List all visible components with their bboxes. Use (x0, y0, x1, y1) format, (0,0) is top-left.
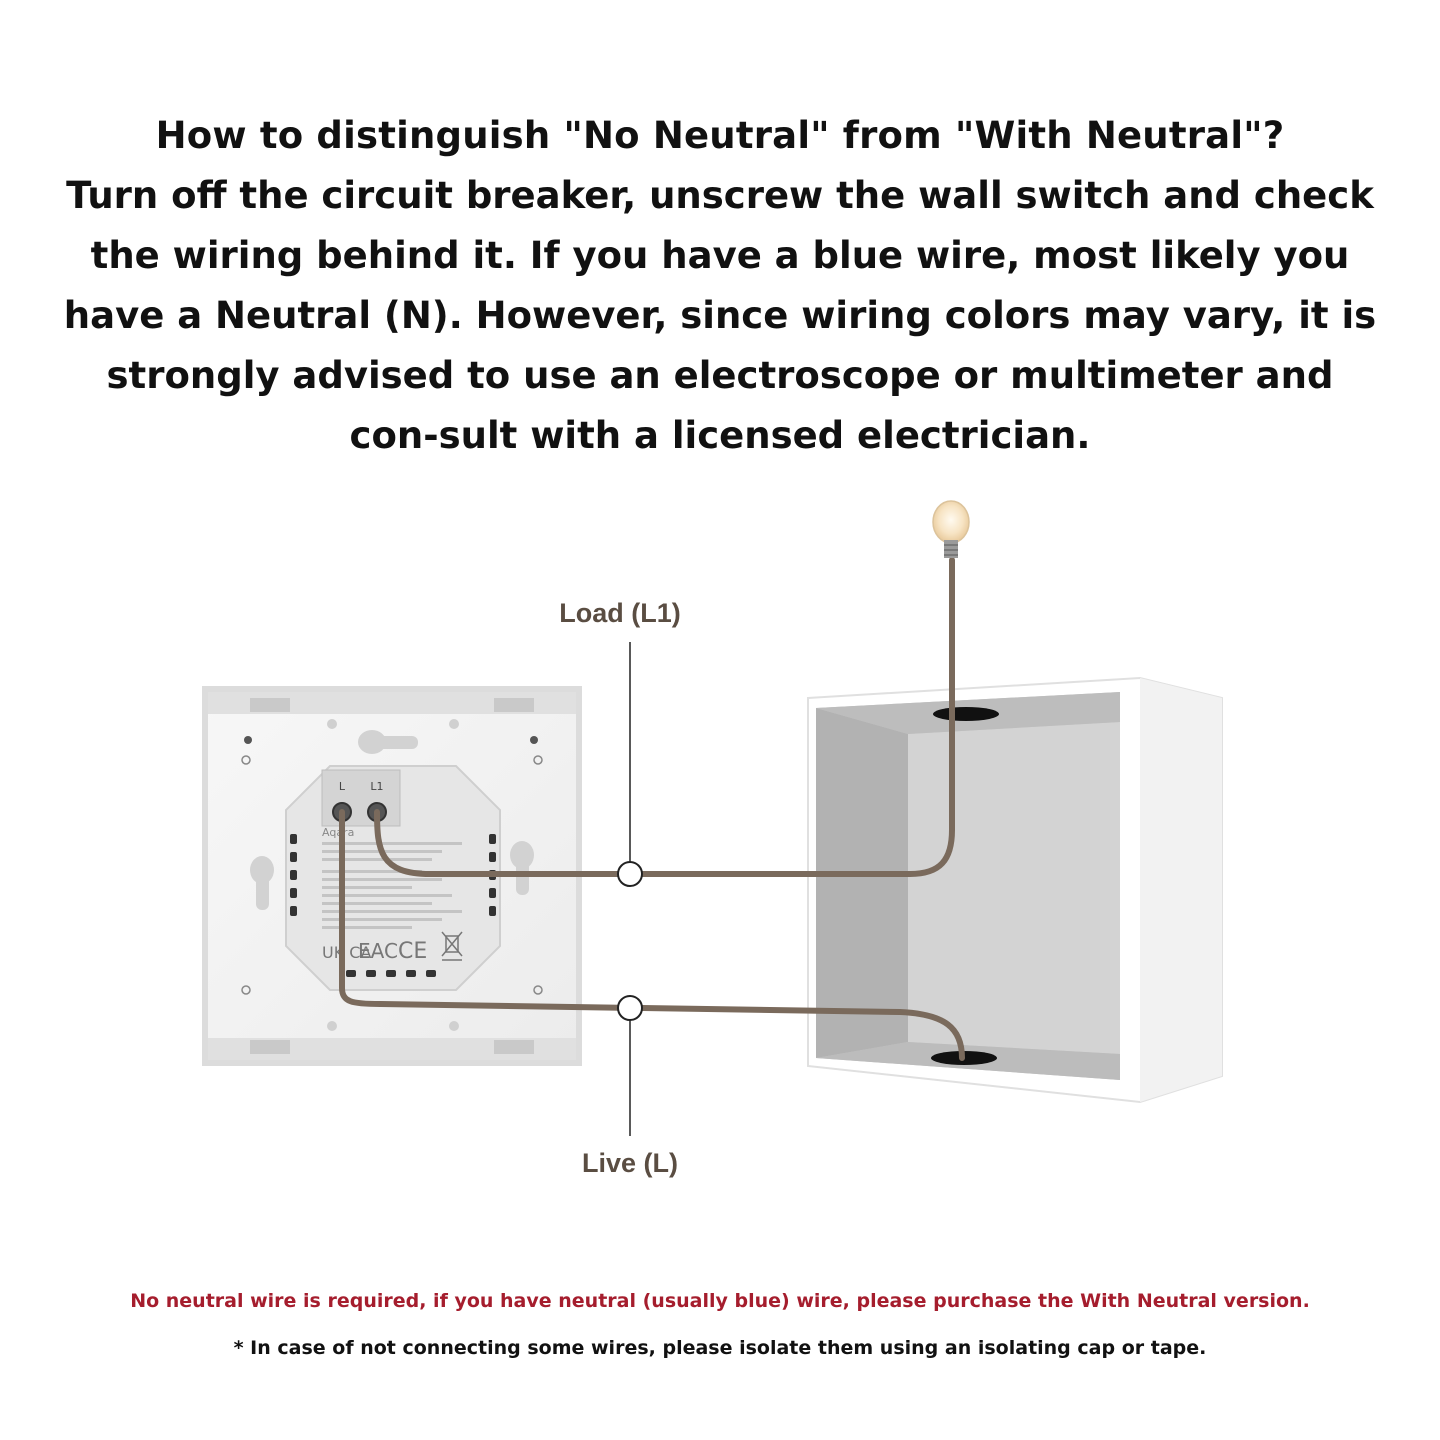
brand-label: Aqara (322, 826, 354, 839)
weee-bin-icon (441, 931, 463, 961)
live-wire (339, 809, 965, 1061)
wiring-diagram: L L1 Aqara UK CA EAC CE (202, 500, 1223, 1178)
instruction-heading: How to distinguish "No Neutral" from "Wi… (60, 106, 1380, 466)
label-live: Live (L) (582, 1148, 678, 1178)
isolation-footnote: * In case of not connecting some wires, … (233, 1337, 1207, 1359)
load-wire (374, 557, 955, 877)
heading-body: Turn off the circuit breaker, unscrew th… (63, 174, 1377, 457)
callouts: Load (L1) Live (L) (559, 598, 681, 1178)
label-load: Load (L1) (559, 598, 681, 628)
module-pins (290, 834, 496, 977)
terminal-label-l1: L1 (370, 780, 383, 793)
terminal-label-l: L (339, 780, 346, 793)
heading-question: How to distinguish "No Neutral" from "Wi… (155, 114, 1285, 157)
wires (339, 557, 965, 1061)
ukca-mark: UK CA (322, 943, 371, 962)
light-bulb-icon (932, 500, 970, 558)
neutral-warning: No neutral wire is required, if you have… (130, 1290, 1310, 1312)
eac-mark: EAC (358, 939, 398, 963)
switch-module: L L1 Aqara UK CA EAC CE (285, 765, 501, 991)
wall-box (807, 676, 1223, 1104)
ce-mark: CE (398, 939, 427, 964)
